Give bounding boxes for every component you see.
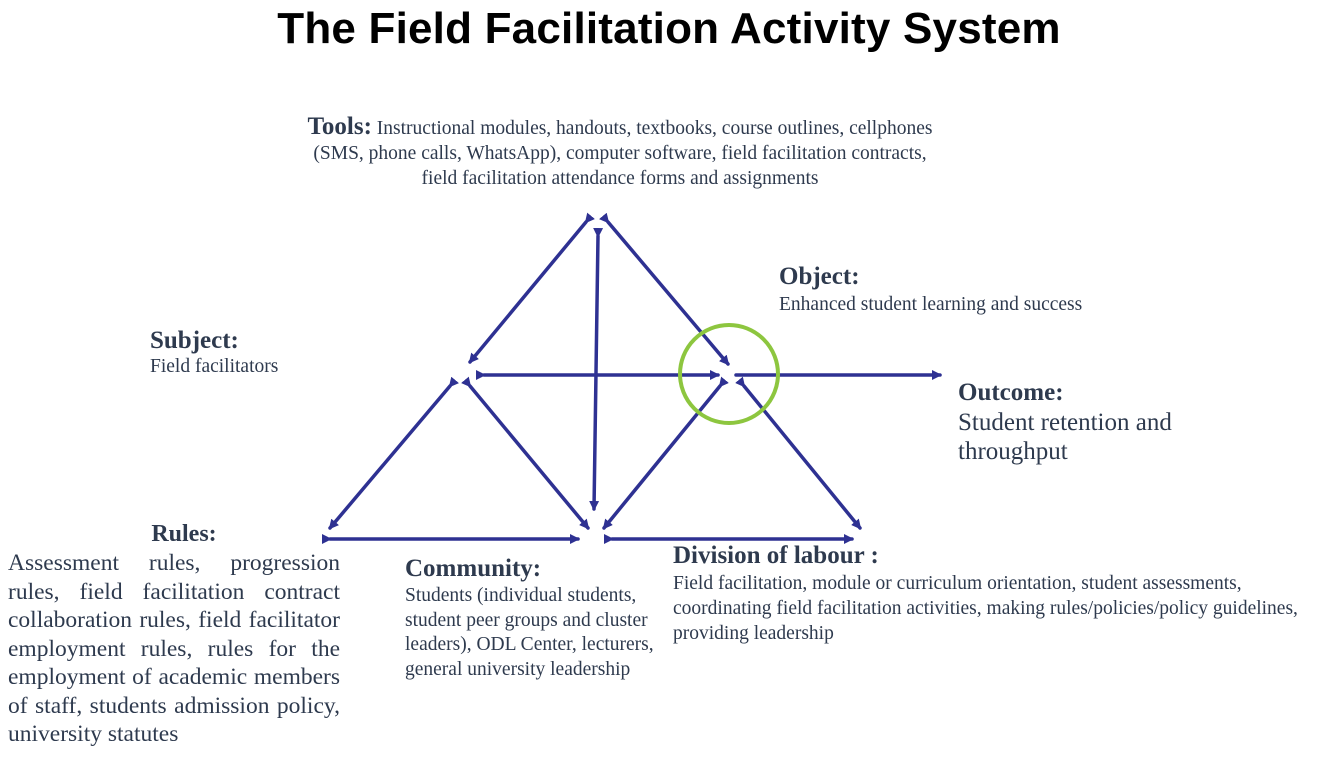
rules-text: Assessment rules, progression rules, fie… bbox=[8, 550, 340, 747]
community-label: Community: bbox=[405, 555, 542, 582]
rules-label: Rules: bbox=[151, 521, 217, 547]
arrow-subject-rules bbox=[328, 376, 459, 530]
division-of-labour-node: Division of labour : Field facilitation,… bbox=[673, 541, 1338, 646]
division-text: Field facilitation, module or curriculum… bbox=[673, 573, 1298, 644]
division-label: Division of labour : bbox=[673, 542, 879, 569]
tools-label: Tools: bbox=[307, 113, 372, 140]
subject-node: Subject: Field facilitators bbox=[150, 328, 390, 380]
object-label: Object: bbox=[779, 263, 860, 290]
community-text: Students (individual students, student p… bbox=[405, 585, 654, 680]
arrow-object-community bbox=[602, 376, 729, 530]
community-node: Community: Students (individual students… bbox=[405, 554, 660, 682]
subject-text: Field facilitators bbox=[150, 356, 279, 377]
rules-node: Rules: Assessment rules, progression rul… bbox=[8, 519, 340, 749]
subject-label: Subject: bbox=[150, 327, 239, 354]
arrow-tools-subject bbox=[468, 212, 595, 364]
arrow-tools-object bbox=[599, 212, 730, 366]
tools-node: Tools: Instructional modules, handouts, … bbox=[300, 114, 940, 191]
arrow-object-division bbox=[735, 376, 862, 530]
arrow-subject-community bbox=[461, 376, 590, 530]
object-node: Object: Enhanced student learning and su… bbox=[779, 262, 1099, 317]
outcome-text: Student retention and throughput bbox=[958, 409, 1172, 465]
arrow-tools-community bbox=[589, 227, 604, 511]
outcome-label: Outcome: bbox=[958, 379, 1064, 406]
outcome-node: Outcome: Student retention and throughpu… bbox=[958, 378, 1218, 466]
diagram-title: The Field Facilitation Activity System bbox=[277, 4, 1061, 53]
tools-text: Instructional modules, handouts, textboo… bbox=[313, 118, 933, 189]
object-text: Enhanced student learning and success bbox=[779, 294, 1083, 315]
object-circle bbox=[678, 323, 780, 425]
